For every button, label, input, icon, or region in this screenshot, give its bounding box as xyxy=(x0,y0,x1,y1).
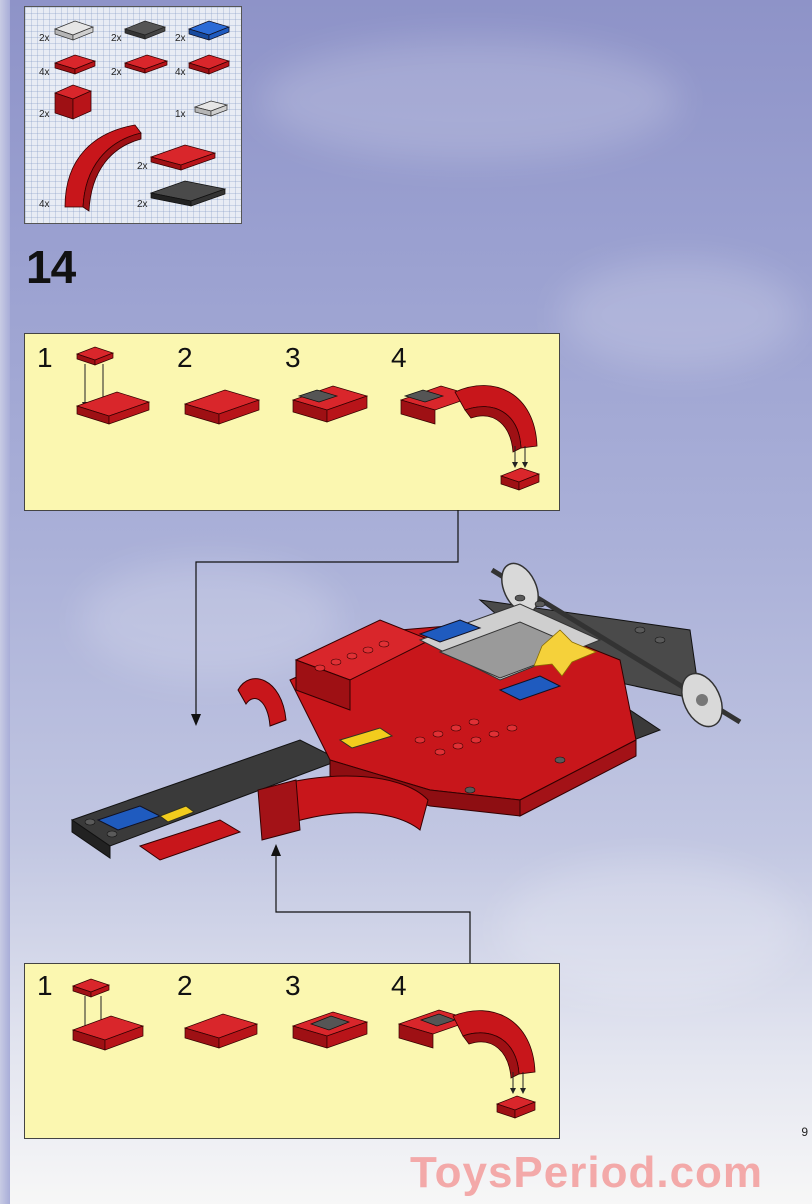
sub-step-number: 4 xyxy=(391,970,407,1001)
red-brick xyxy=(54,84,92,120)
car-chassis xyxy=(70,562,742,861)
part-qty: 4x xyxy=(39,199,50,210)
red-tile xyxy=(123,54,169,74)
dark-gray-plate-2x4 xyxy=(149,180,227,207)
part-qty: 4x xyxy=(175,67,186,78)
sub-step-number: 1 xyxy=(37,970,53,1001)
callout-line-top xyxy=(195,510,459,720)
sub-step-number: 1 xyxy=(37,342,53,373)
page-binding-edge xyxy=(0,0,10,1204)
red-plate xyxy=(187,54,231,75)
sub-step-number: 2 xyxy=(177,342,193,373)
red-plate xyxy=(53,54,97,75)
sub-assembly-bottom-illustration xyxy=(71,978,537,1119)
sub-assembly-top: 1 2 3 4 xyxy=(24,333,560,511)
sub-step-number: 3 xyxy=(285,342,301,373)
sub-step-number: 4 xyxy=(391,342,407,373)
sub-assembly-bottom: 1 2 3 4 xyxy=(24,963,560,1139)
part-qty: 2x xyxy=(111,67,122,78)
light-gray-plate xyxy=(53,20,95,41)
dark-gray-tile xyxy=(123,20,167,40)
parts-list: 2x 2x 2x 4x 2x 4x 2x 1x 2x 4x 2x xyxy=(24,6,242,224)
part-qty: 2x xyxy=(137,161,148,172)
part-qty: 2x xyxy=(175,33,186,44)
sub-assembly-top-illustration xyxy=(75,346,541,491)
callout-line-bottom xyxy=(275,850,471,963)
part-qty: 2x xyxy=(39,109,50,120)
step-number: 14 xyxy=(26,241,76,293)
blue-plate xyxy=(187,20,231,41)
part-qty: 2x xyxy=(111,33,122,44)
part-qty: 2x xyxy=(39,33,50,44)
red-arch-brick xyxy=(64,124,142,212)
sub-step-number: 3 xyxy=(285,970,301,1001)
parts-illustration xyxy=(53,20,231,212)
cloud xyxy=(260,40,680,160)
part-qty: 1x xyxy=(175,109,186,120)
part-qty: 2x xyxy=(137,199,148,210)
red-plate-2x4 xyxy=(149,144,217,171)
light-gray-plate-single xyxy=(193,100,229,117)
sub-step-number: 2 xyxy=(177,970,193,1001)
cloud xyxy=(560,260,800,370)
watermark: ToysPeriod.com xyxy=(410,1148,764,1197)
page-number: 9 xyxy=(801,1125,808,1139)
part-qty: 4x xyxy=(39,67,50,78)
